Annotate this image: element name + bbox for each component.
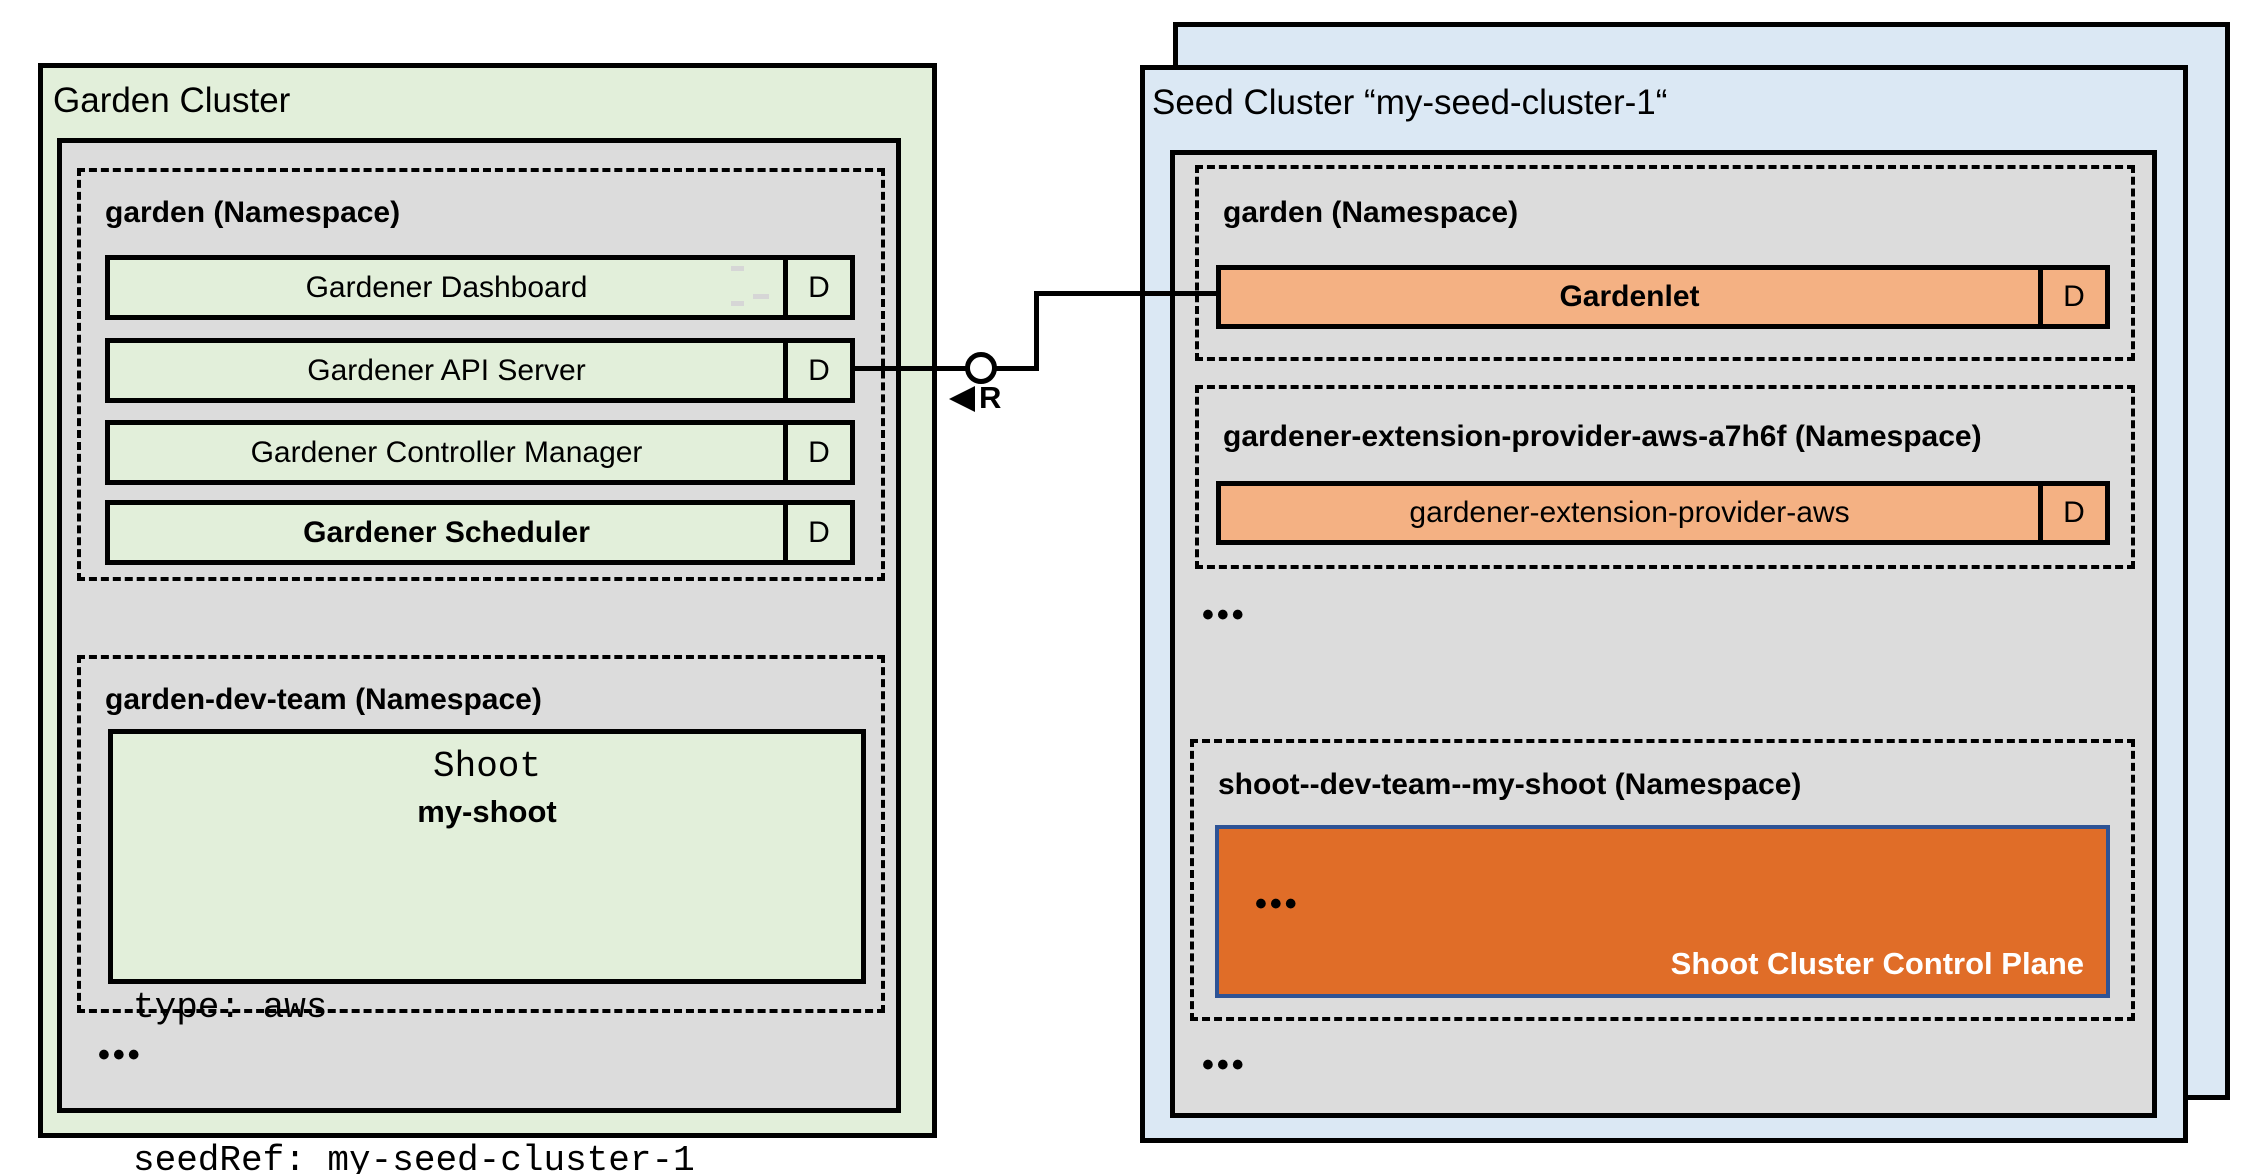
dev-team-namespace-box xyxy=(77,655,885,1013)
gardener-dashboard-row: Gardener Dashboard D xyxy=(105,255,855,320)
namespace-label: garden (Namespace) xyxy=(105,196,401,229)
shoot-control-plane-box: ••• Shoot Cluster Control Plane xyxy=(1215,825,2110,998)
deployment-badge: D xyxy=(2038,486,2105,540)
connector-line xyxy=(1034,291,1218,296)
shoot-spec-seedref: seedRef: my-seed-cluster-1 xyxy=(133,1140,695,1174)
deployment-badge: D xyxy=(783,343,850,398)
seed-cluster-title: Seed Cluster “my-seed-cluster-1“ xyxy=(1152,83,1668,122)
render-artifact xyxy=(731,301,744,306)
shoot-namespace-box xyxy=(1190,739,2135,1021)
more-namespaces-indicator: ••• xyxy=(1202,1046,1247,1084)
component-label: gardener-extension-provider-aws xyxy=(1409,496,1850,529)
shoot-resource-box: Shoot my-shoot type: aws seedRef: my-see… xyxy=(108,729,866,1174)
shoot-spec-lines: type: aws seedRef: my-seed-cluster-1 xyxy=(133,880,695,1174)
more-components-indicator: ••• xyxy=(1255,885,1300,923)
namespace-label: garden-dev-team (Namespace) xyxy=(105,683,542,716)
render-artifact xyxy=(731,266,744,271)
shoot-resource-name: my-shoot xyxy=(417,794,557,829)
gardenlet-row: Gardenlet D xyxy=(1216,265,2110,329)
gardener-controller-manager-row: Gardener Controller Manager D xyxy=(105,420,855,485)
connector-line xyxy=(1034,291,1039,371)
shoot-resource-kind: Shoot xyxy=(432,746,542,787)
more-namespaces-indicator: ••• xyxy=(1202,596,1247,634)
deployment-badge: D xyxy=(783,505,850,560)
extension-provider-row: gardener-extension-provider-aws D xyxy=(1216,481,2110,545)
garden-namespace-box xyxy=(77,168,885,581)
control-plane-label: Shoot Cluster Control Plane xyxy=(1670,946,2084,981)
deployment-badge: D xyxy=(783,260,850,315)
component-label: Gardener API Server xyxy=(307,353,586,387)
seed-garden-namespace-box xyxy=(1195,165,2135,361)
component-label: Gardener Dashboard xyxy=(305,270,588,304)
namespace-label: gardener-extension-provider-aws-a7h6f (N… xyxy=(1223,420,1982,453)
component-label: Gardener Scheduler xyxy=(303,515,590,549)
connector-circle-joint xyxy=(965,352,997,384)
relation-arrow-icon xyxy=(949,386,975,412)
extension-namespace-box xyxy=(1195,385,2135,569)
shoot-spec-type: type: aws xyxy=(133,987,328,1028)
component-label: Gardenlet xyxy=(1559,280,1700,313)
namespace-label: shoot--dev-team--my-shoot (Namespace) xyxy=(1218,768,1802,801)
component-label: Gardener Controller Manager xyxy=(250,435,643,469)
relation-label: R xyxy=(979,380,1002,415)
gardener-api-server-row: Gardener API Server D xyxy=(105,338,855,403)
deployment-badge: D xyxy=(2038,270,2105,324)
deployment-badge: D xyxy=(783,425,850,480)
namespace-label: garden (Namespace) xyxy=(1223,196,1519,229)
render-artifact xyxy=(753,294,769,299)
more-namespaces-indicator: ••• xyxy=(98,1036,143,1074)
connector-line xyxy=(855,366,967,371)
garden-cluster-title: Garden Cluster xyxy=(53,81,291,120)
connector-line xyxy=(995,366,1039,371)
gardener-scheduler-row: Gardener Scheduler D xyxy=(105,500,855,565)
